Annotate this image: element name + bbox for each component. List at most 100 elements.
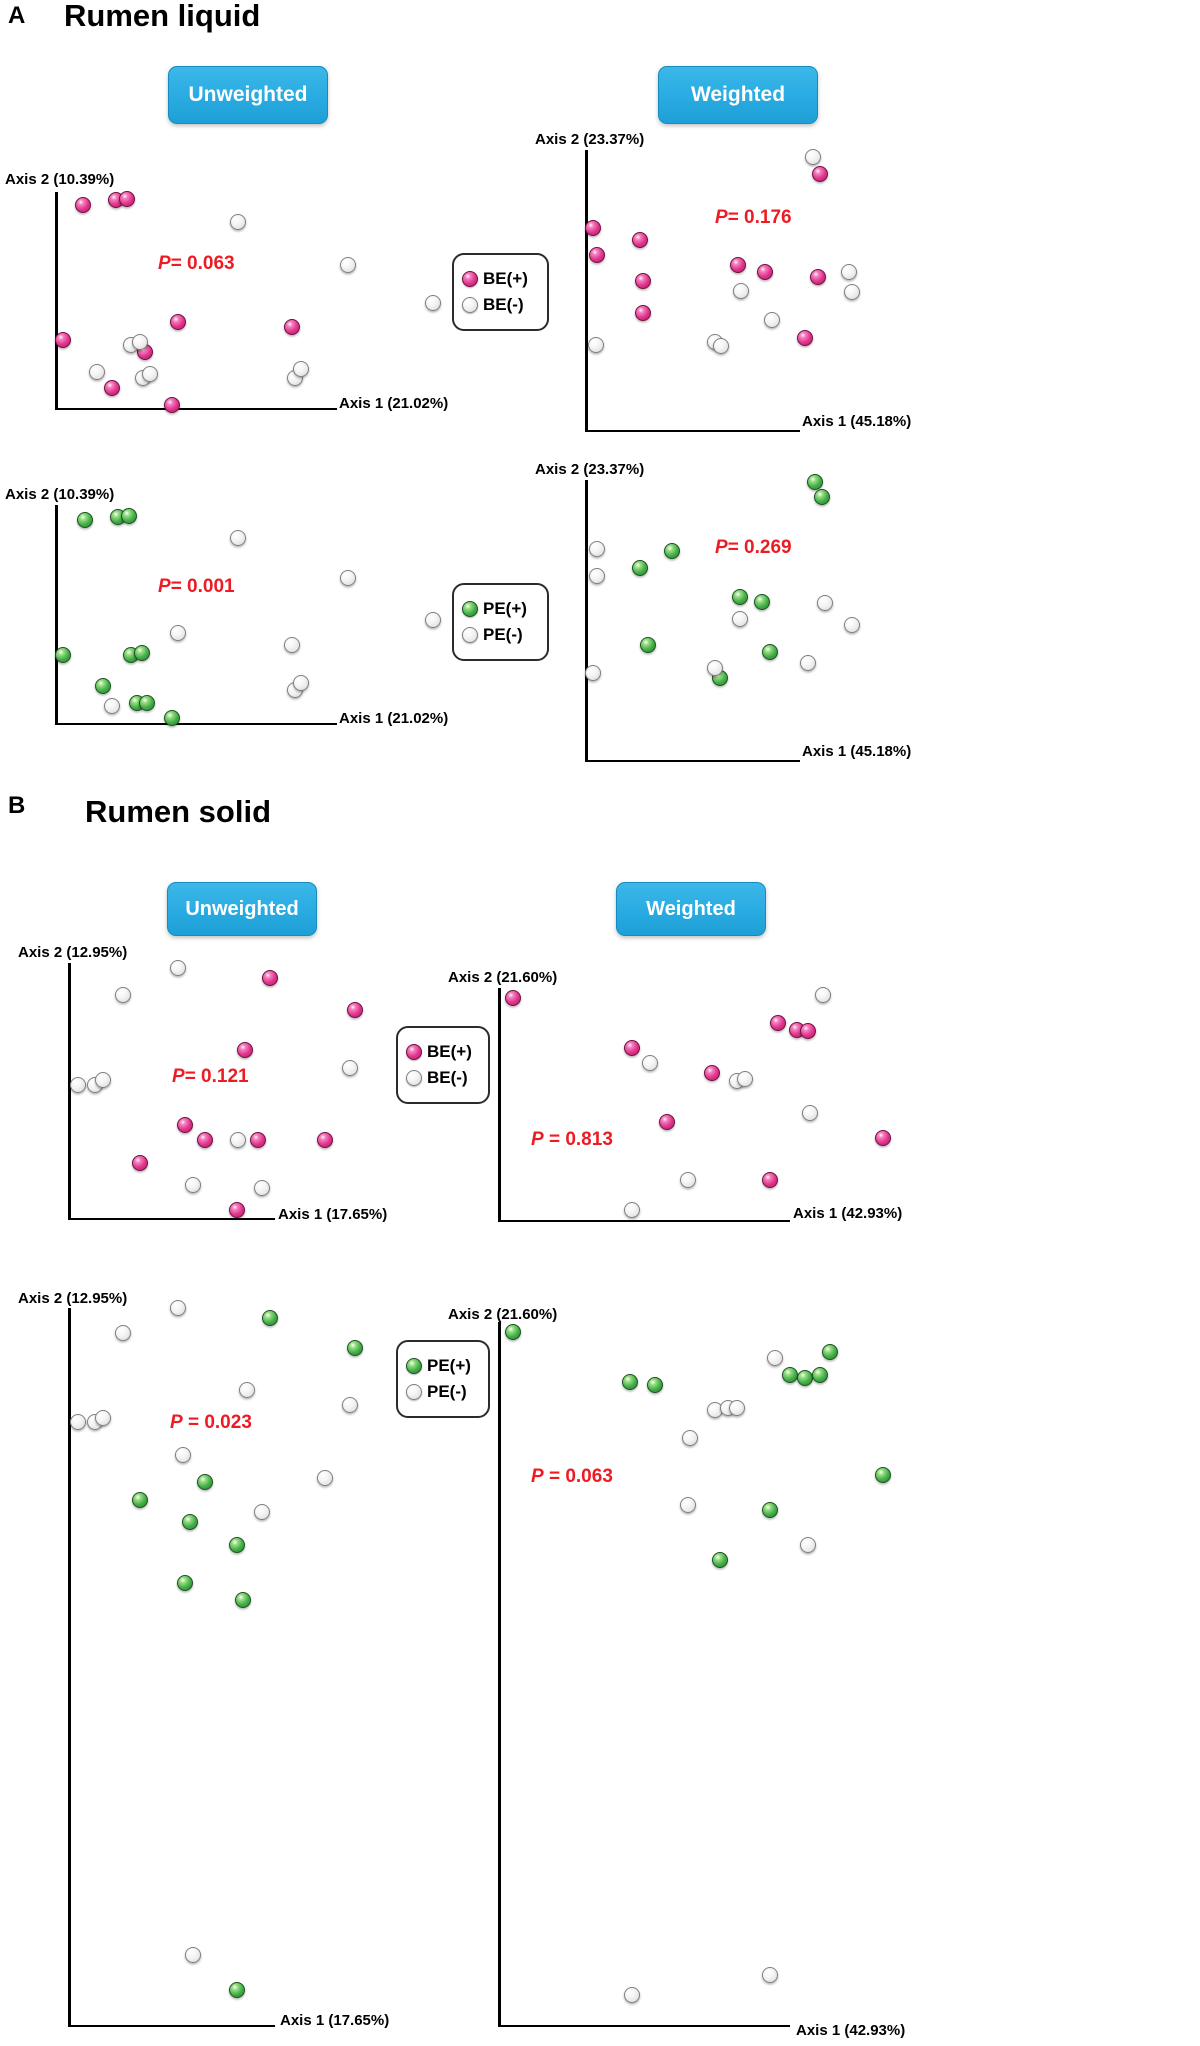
data-point-BE(+) (585, 219, 602, 236)
data-point-PE(-) (680, 1497, 696, 1514)
data-point-BE(-) (132, 334, 149, 351)
y-axis-line (498, 988, 501, 1220)
data-point-PE(+) (133, 644, 150, 661)
panel-a-letter: A (8, 2, 26, 29)
legend-item: BE(-) (462, 295, 539, 315)
data-point-BE(+) (588, 246, 605, 263)
legend-item: BE(+) (462, 269, 539, 289)
data-point-BE(+) (762, 1171, 778, 1188)
data-point-BE(-) (94, 1072, 111, 1089)
legend-be-rumen-liquid: BE(+) BE(-) (452, 253, 549, 331)
data-point-BE(+) (284, 318, 301, 335)
y-axis-label: Axis 2 (23.37%) (535, 461, 645, 478)
panel-a-title: Rumen liquid (64, 0, 261, 33)
x-axis-line (68, 1217, 275, 1220)
data-point-BE(+) (261, 970, 278, 987)
data-point-PE(-) (844, 616, 861, 633)
x-axis-line (498, 2024, 790, 2027)
data-point-BE(+) (196, 1132, 213, 1149)
plot-rumen-solid-unweighted-be: Axis 2 (12.95%) Axis 1 (17.65%) P= 0.121 (18, 944, 388, 1225)
data-point-BE(-) (737, 1071, 754, 1088)
data-point-BE(+) (505, 990, 522, 1006)
data-point-BE(+) (75, 197, 92, 213)
plot-rumen-solid-weighted-pe: Axis 2 (21.60%) Axis 1 (42.93%) P = 0.06… (448, 1306, 905, 2039)
y-axis-line (498, 1322, 501, 2027)
data-point-BE(-) (89, 363, 106, 380)
x-axis-label: Axis 1 (45.18%) (802, 413, 912, 430)
x-axis-line (55, 722, 337, 725)
data-point-PE(-) (169, 624, 186, 641)
data-point-PE(-) (253, 1503, 270, 1520)
scatter-points (55, 185, 445, 415)
data-point-PE(+) (622, 1374, 638, 1391)
legend-label: BE(+) (427, 1042, 472, 1061)
data-point-PE(-) (585, 665, 602, 682)
x-axis-line (68, 2024, 275, 2027)
legend-label: BE(-) (427, 1068, 468, 1087)
data-point-BE(-) (733, 282, 750, 299)
p-value: P= 0.063 (158, 253, 235, 274)
unweighted-header-b: Unweighted (167, 882, 317, 936)
plot-rumen-liquid-weighted-pe: Axis 2 (23.37%) Axis 1 (45.18%) P= 0.269 (535, 461, 911, 765)
data-point-PE(+) (762, 1502, 778, 1519)
legend-item: PE(+) (462, 599, 539, 619)
data-point-BE(-) (229, 1132, 246, 1149)
data-point-PE(-) (69, 1413, 86, 1430)
data-point-PE(-) (800, 654, 816, 671)
data-point-PE(+) (632, 560, 649, 577)
data-point-PE(+) (822, 1344, 838, 1361)
data-point-PE(+) (806, 473, 823, 490)
data-point-PE(+) (177, 1575, 194, 1592)
data-point-PE(-) (762, 1967, 778, 1984)
p-value: P = 0.023 (170, 1412, 252, 1433)
y-axis-label: Axis 2 (10.39%) (5, 171, 115, 188)
data-point-PE(+) (121, 508, 138, 525)
data-point-PE(+) (164, 710, 180, 727)
legend-item: BE(-) (406, 1068, 480, 1088)
legend-pe-rumen-solid: PE(+)PE(-) (396, 1340, 490, 1418)
data-point-BE(+) (875, 1129, 892, 1146)
data-point-BE(+) (635, 304, 651, 321)
y-axis-line (68, 963, 71, 1220)
data-point-PE(+) (647, 1376, 664, 1393)
data-point-PE(+) (132, 1492, 148, 1509)
data-point-BE(-) (588, 337, 605, 354)
data-point-PE(+) (94, 678, 111, 695)
data-point-PE(-) (731, 611, 748, 628)
y-axis-label: Axis 2 (23.37%) (535, 131, 645, 148)
y-axis-label: Axis 2 (21.60%) (448, 969, 558, 986)
data-point-BE(-) (185, 1176, 202, 1193)
x-axis-line (585, 429, 800, 432)
data-point-BE(-) (764, 311, 781, 328)
data-point-PE(-) (800, 1537, 816, 1554)
data-point-PE(-) (115, 1324, 132, 1341)
x-axis-line (585, 759, 800, 762)
y-axis-line (585, 150, 588, 432)
y-axis-label: Axis 2 (21.60%) (448, 1306, 558, 1323)
data-point-BE(-) (170, 959, 187, 976)
x-axis-line (55, 407, 337, 410)
legend-item: PE(+) (406, 1356, 480, 1376)
data-point-PE(-) (293, 675, 310, 692)
weighted-header-a: Weighted (658, 66, 818, 124)
data-point-PE(+) (261, 1310, 278, 1327)
data-point-BE(+) (770, 1014, 786, 1031)
data-point-BE(-) (713, 337, 729, 354)
data-point-BE(-) (802, 1104, 818, 1121)
data-point-PE(+) (55, 647, 72, 664)
data-point-BE(-) (642, 1055, 658, 1072)
plot-rumen-liquid-unweighted-be: Axis 2 (10.39%) Axis 1 (21.02%) P= 0.063 (5, 171, 448, 415)
y-axis-line (585, 480, 588, 762)
scatter-points (68, 958, 388, 1225)
scatter-points (498, 1318, 898, 2030)
data-point-BE(+) (55, 332, 72, 349)
data-point-BE(+) (797, 330, 814, 347)
p-value: P= 0.269 (715, 537, 792, 558)
data-point-PE(+) (782, 1366, 798, 1383)
y-axis-line (55, 192, 58, 410)
data-point-PE(-) (174, 1446, 191, 1463)
data-point-PE(+) (196, 1473, 213, 1490)
plot-rumen-solid-weighted-be: Axis 2 (21.60%) Axis 1 (42.93%) P = 0.81… (448, 969, 902, 1225)
data-point-BE(+) (659, 1113, 676, 1130)
